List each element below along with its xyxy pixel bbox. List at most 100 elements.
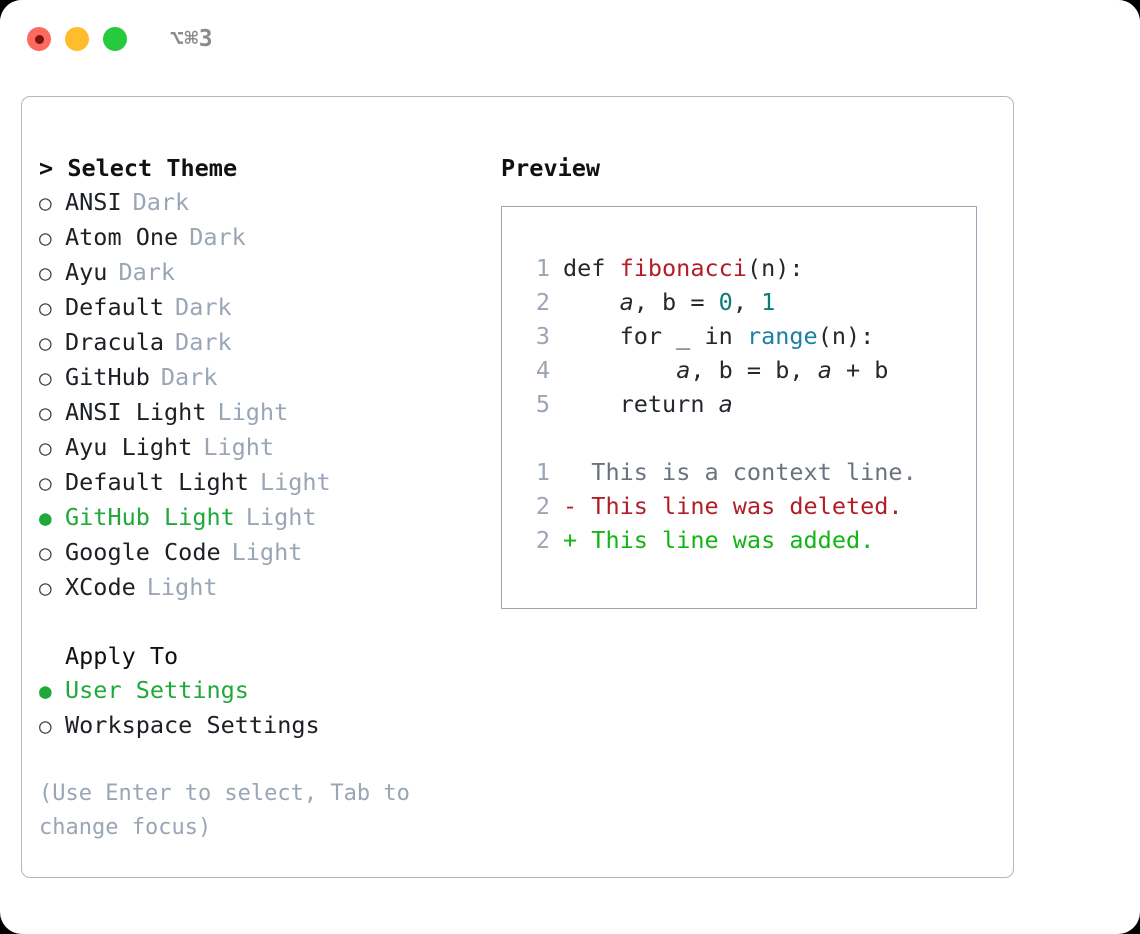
- theme-option-label: Atom One: [65, 223, 179, 251]
- code-token-var: a: [718, 390, 733, 418]
- theme-option-label: ANSI: [65, 188, 122, 216]
- theme-option-label: GitHub: [65, 363, 150, 391]
- code-token-call: range: [746, 322, 818, 350]
- code-text: def fibonacci(n):: [563, 251, 804, 285]
- code-text: for _ in range(n):: [563, 319, 875, 353]
- theme-variant-tag: Light: [217, 398, 289, 426]
- code-token-punc: ,: [633, 288, 663, 316]
- theme-variant-tag: Light: [203, 433, 275, 461]
- code-token-fn: fibonacci: [619, 254, 747, 282]
- apply-to-list: ●User Settings○Workspace Settings: [39, 673, 499, 743]
- preview-heading: Preview: [501, 154, 601, 182]
- radio-unselected-icon: ○: [39, 366, 52, 390]
- line-number: 2: [535, 492, 550, 520]
- apply-option-label: Workspace Settings: [65, 711, 320, 739]
- theme-variant-tag: Dark: [160, 363, 218, 391]
- code-line: 2 a, b = 0, 1: [502, 285, 976, 319]
- diff-text: This line was added.: [577, 526, 875, 554]
- radio-selected-icon: ●: [39, 506, 52, 530]
- code-token-punc: [563, 288, 620, 316]
- code-token-punc: ,: [732, 288, 762, 316]
- select-theme-heading-label: [53, 154, 67, 182]
- apply-option-label: User Settings: [65, 676, 249, 704]
- code-line: 4 a, b = b, a + b: [502, 353, 976, 387]
- theme-option-label: Ayu: [65, 258, 108, 286]
- apply-option-user-settings[interactable]: ●User Settings: [39, 673, 499, 708]
- line-number: 3: [535, 322, 550, 350]
- theme-option-label: Default: [65, 293, 165, 321]
- radio-unselected-icon: ○: [39, 191, 52, 215]
- code-token-def: for _ in: [563, 322, 747, 350]
- code-token-var: a: [676, 356, 691, 384]
- select-theme-heading: > Select Theme: [39, 151, 499, 185]
- line-number: 1: [535, 254, 550, 282]
- code-text: a, b = b, a + b: [563, 353, 888, 387]
- theme-option-atom-one[interactable]: ○ Atom One Dark: [39, 220, 499, 255]
- code-token-punc: , b = b,: [690, 356, 818, 384]
- code-token-var: a: [817, 356, 832, 384]
- theme-variant-tag: Dark: [175, 293, 232, 321]
- diff-sample: 1 This is a context line.2- This line wa…: [502, 455, 976, 557]
- theme-option-label: GitHub Light: [65, 503, 235, 531]
- theme-option-label: Default Light: [65, 468, 249, 496]
- theme-option-ansi[interactable]: ○ ANSI Dark: [39, 185, 499, 220]
- zoom-window-button[interactable]: [103, 27, 127, 51]
- minimize-window-button[interactable]: [65, 27, 89, 51]
- code-token-def: def: [563, 254, 620, 282]
- diff-sign: [563, 455, 577, 489]
- title-bar: ⌥⌘3: [0, 0, 1140, 78]
- radio-unselected-icon: ○: [39, 471, 52, 495]
- radio-unselected-icon: ○: [39, 296, 52, 320]
- code-token-punc: (n):: [746, 254, 804, 282]
- line-number: 2: [535, 526, 550, 554]
- close-icon: [34, 34, 44, 44]
- code-token-punc: =: [676, 288, 719, 316]
- radio-unselected-icon: ○: [39, 226, 52, 250]
- theme-variant-tag: Dark: [189, 223, 246, 251]
- code-text: a, b = 0, 1: [563, 285, 776, 319]
- diff-line-ctx: 1 This is a context line.: [502, 455, 976, 489]
- theme-option-github-light[interactable]: ● GitHub Light Light: [39, 500, 499, 535]
- theme-variant-tag: Dark: [132, 188, 190, 216]
- line-number: 5: [535, 390, 550, 418]
- theme-option-label: ANSI Light: [65, 398, 207, 426]
- theme-option-ansi-light[interactable]: ○ ANSI Light Light: [39, 395, 499, 430]
- theme-variant-tag: Light: [231, 538, 303, 566]
- code-line: 5 return a: [502, 387, 976, 421]
- theme-variant-tag: Dark: [175, 328, 232, 356]
- radio-unselected-icon: ○: [39, 331, 52, 355]
- code-token-punc: + b: [831, 356, 889, 384]
- apply-to-heading: Apply To: [65, 642, 179, 670]
- keyboard-shortcut-label: ⌥⌘3: [170, 25, 214, 52]
- radio-unselected-icon: ○: [39, 401, 52, 425]
- theme-option-dracula[interactable]: ○ Dracula Dark: [39, 325, 499, 360]
- theme-option-label: Dracula: [65, 328, 165, 356]
- theme-option-label: Ayu Light: [65, 433, 193, 461]
- theme-option-default[interactable]: ○ Default Dark: [39, 290, 499, 325]
- code-token-num: 0: [718, 288, 733, 316]
- code-token-num: 1: [761, 288, 776, 316]
- traffic-lights: [27, 27, 127, 51]
- theme-variant-tag: Light: [245, 503, 317, 531]
- diff-line-del: 2- This line was deleted.: [502, 489, 976, 523]
- diff-sign: +: [563, 526, 578, 554]
- theme-option-github[interactable]: ○ GitHub Dark: [39, 360, 499, 395]
- keyboard-hint-text: (Use Enter to select, Tab to change focu…: [39, 781, 424, 840]
- close-window-button[interactable]: [27, 27, 51, 51]
- apply-option-workspace-settings[interactable]: ○Workspace Settings: [39, 708, 499, 743]
- theme-option-label: XCode: [65, 573, 136, 601]
- theme-option-label: Google Code: [65, 538, 221, 566]
- select-theme-title: Select Theme: [67, 154, 238, 182]
- code-token-var: a: [619, 288, 634, 316]
